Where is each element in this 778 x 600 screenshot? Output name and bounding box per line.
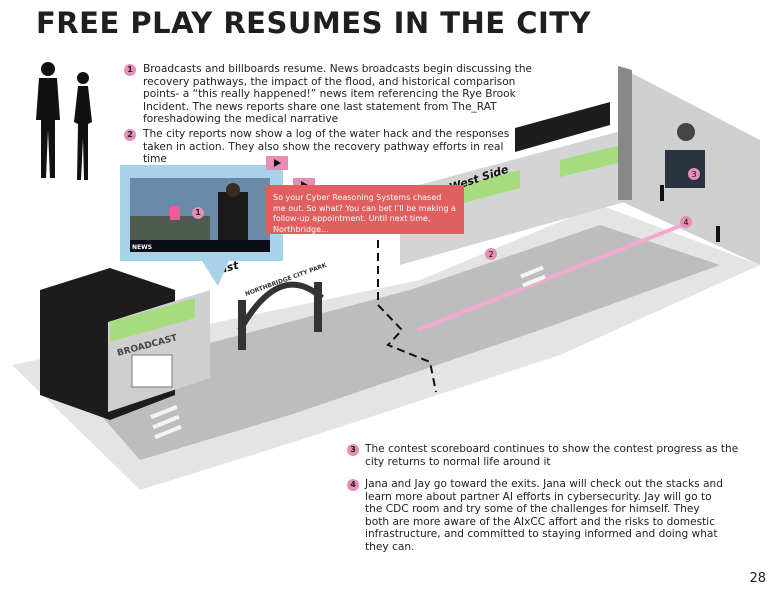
park-arch (237, 281, 325, 332)
page-title: FREE PLAY RESUMES IN THE CITY (36, 6, 592, 40)
note-2: The city reports now show a log of the w… (143, 128, 513, 166)
svg-text:4: 4 (683, 218, 688, 227)
news-ticker: NEWS (130, 240, 270, 252)
svg-text:3: 3 (691, 170, 696, 179)
svg-text:2: 2 (488, 250, 493, 259)
note-4: Jana and Jay go toward the exits. Jana w… (365, 478, 725, 554)
rat-quote-callout: So your Cyber Reasoning Systems chased m… (265, 185, 464, 234)
page-number: 28 (749, 571, 766, 586)
note-4-text: Jana and Jay go toward the exits. Jana w… (365, 478, 723, 553)
map-marker-4: 4 (680, 216, 692, 228)
note-badge-3: 3 (347, 444, 359, 456)
people-silhouette-icon (36, 62, 92, 180)
exit-path (417, 220, 691, 332)
note-1: Broadcasts and billboards resume. News b… (143, 63, 553, 126)
note-badge-2: 2 (124, 129, 136, 141)
district-divider (377, 240, 437, 393)
play-button[interactable] (266, 156, 288, 170)
callout-pointer-icon (200, 258, 230, 286)
note-1-text: Broadcasts and billboards resume. News b… (143, 63, 533, 126)
note-2-text: The city reports now show a log of the w… (143, 128, 510, 166)
note-badge-1: 1 (124, 64, 136, 76)
map-marker-2: 2 (485, 248, 497, 260)
note-3-text: The contest scoreboard continues to show… (365, 443, 739, 468)
news-marker-1: 1 (192, 207, 204, 219)
street-plaza (70, 225, 720, 460)
note-badge-4: 4 (347, 479, 359, 491)
news-logo: NEWS (132, 244, 153, 251)
note-3: The contest scoreboard continues to show… (365, 443, 755, 468)
map-marker-3: 3 (688, 168, 700, 180)
